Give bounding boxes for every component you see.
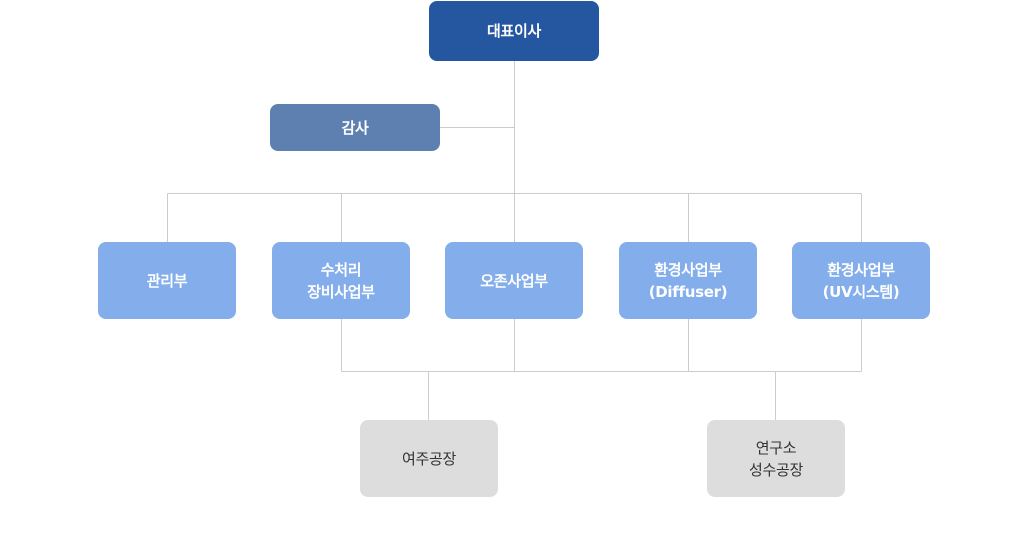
ceo-box: 대표이사 [429,1,599,61]
dept-label-line2: (UV시스템) [822,282,900,301]
dept-label: 관리부 [146,271,188,290]
site-box-research-seongsu: 연구소 성수공장 [707,420,845,497]
dept-label-line1: 환경사업부 [827,260,895,279]
dept-label-line1: 수처리 [320,260,362,279]
site-label: 여주공장 [401,449,456,468]
dept-label-line2: 장비사업부 [307,282,375,301]
dept-label-line2: (Diffuser) [648,282,728,301]
site-label-line1: 연구소 [755,438,797,457]
dept-box-uv-system: 환경사업부 (UV시스템) [792,242,930,319]
ceo-label: 대표이사 [486,22,541,40]
site-label-line2: 성수공장 [748,460,803,479]
dept-box-diffuser: 환경사업부 (Diffuser) [619,242,757,319]
dept-label: 오존사업부 [480,271,548,290]
site-box-yeoju-factory: 여주공장 [360,420,498,497]
dept-box-water-treatment: 수처리 장비사업부 [272,242,410,319]
audit-label: 감사 [341,118,369,137]
dept-label-line1: 환경사업부 [654,260,722,279]
dept-box-management: 관리부 [98,242,236,319]
audit-box: 감사 [270,104,440,151]
dept-box-ozone: 오존사업부 [445,242,583,319]
